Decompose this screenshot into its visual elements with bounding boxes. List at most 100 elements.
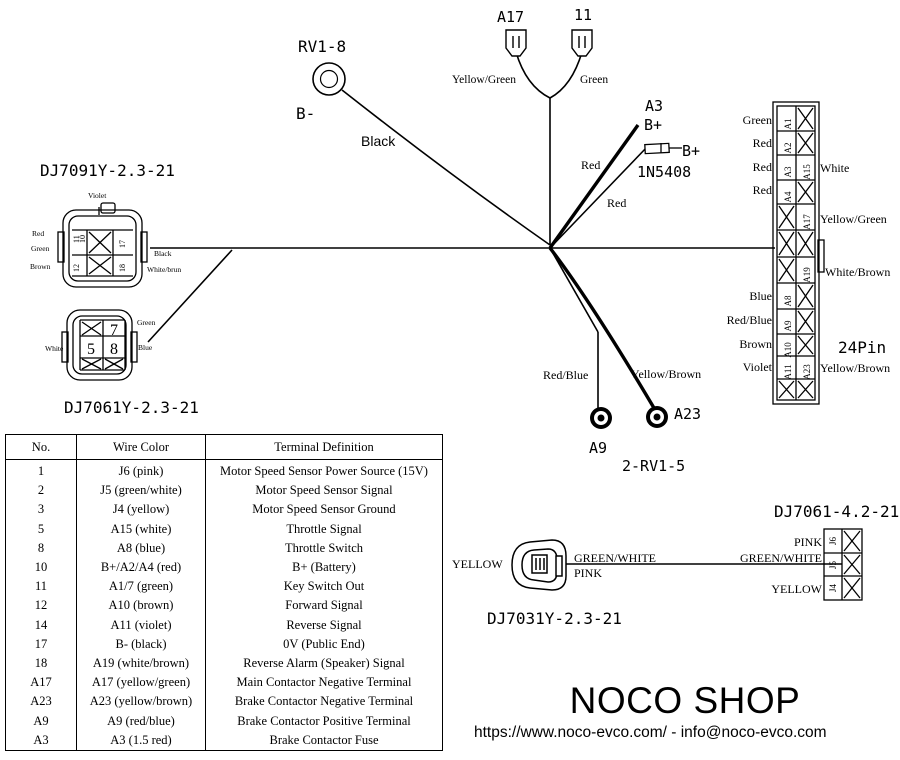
label-yellow-green-top: Yellow/Green	[452, 74, 516, 86]
pin-a23: A23	[802, 364, 812, 380]
cell-no: 12	[5, 596, 77, 616]
pin-a2: A2	[783, 143, 793, 154]
label-24-red-blue: Red/Blue	[727, 313, 772, 327]
label-red-2: Red	[607, 196, 626, 210]
label-green-top: Green	[580, 74, 608, 86]
label-diode: 1N5408	[637, 163, 691, 181]
label-dj7061-4: DJ7061-4.2-21	[774, 502, 899, 521]
cell-terminal-definition: Motor Speed Sensor Power Source (15V)	[220, 464, 428, 479]
pin-a4: A4	[783, 191, 793, 202]
harness-wires	[147, 51, 775, 409]
connector-24pin-pin-labels: A1 A2 A3 A15 A4 A17 A19 A8 A9 A10 A11 A2…	[783, 119, 812, 380]
label-sensor-green-white-2: GREEN/WHITE	[740, 551, 822, 565]
pin-a8: A8	[783, 295, 793, 306]
label-b-plus-1: B+	[644, 116, 662, 134]
cell-terminal-definition: B+ (Battery)	[292, 560, 356, 575]
wire-black	[341, 89, 551, 246]
pin-7-label: 7	[110, 322, 118, 339]
cell-terminal-definition: Brake Contactor Positive Terminal	[237, 713, 411, 728]
cell-no: 10	[5, 557, 77, 578]
cell-wire-color: A8 (blue)	[76, 538, 206, 558]
cell-wire-color: A19 (white/brown)	[76, 653, 206, 674]
cell-wire-color: J4 (yellow)	[76, 500, 206, 520]
label-24-blue: Blue	[749, 289, 772, 303]
pin-a19: A19	[802, 267, 812, 283]
label-a9: A9	[589, 439, 607, 457]
cell-no: 3	[5, 500, 77, 520]
label-a23: A23	[674, 405, 701, 423]
header-wire-color: Wire Color	[76, 434, 206, 460]
pin-a3: A3	[783, 166, 793, 177]
pin-5-label: 5	[87, 341, 95, 358]
pin-a9: A9	[783, 320, 793, 331]
connector-dj7031	[511, 539, 567, 591]
label-7091-violet: Violet	[88, 191, 107, 200]
label-rv1-5: 2-RV1-5	[622, 457, 685, 475]
pin-j5: J5	[828, 561, 838, 570]
cell-wire-color: A9 (red/blue)	[76, 711, 206, 731]
pin-18-label: 18	[118, 264, 127, 272]
label-24-red-1: Red	[753, 136, 772, 150]
connector-dj7061-4	[823, 528, 863, 601]
ring-terminal-a9	[590, 407, 612, 429]
label-24-white-brown: White/Brown	[825, 265, 890, 279]
shop-name: NOCO SHOP	[569, 680, 801, 721]
cell-no: A3	[5, 730, 77, 751]
label-b-minus: B-	[296, 104, 315, 123]
label-24-green: Green	[743, 113, 772, 127]
label-7061-blue: Blue	[138, 343, 153, 352]
cell-terminal-definition: Motor Speed Sensor Signal	[255, 483, 393, 498]
label-sensor-pink-1: PINK	[574, 566, 602, 580]
cell-terminal-definition: Motor Speed Sensor Ground	[252, 502, 396, 517]
cell-terminal-definition: Key Switch Out	[283, 579, 365, 594]
cell-terminal-definition: 0V (Public End)	[283, 636, 365, 651]
label-a3: A3	[645, 97, 663, 115]
connector-24pin	[772, 101, 825, 405]
label-24-red-3: Red	[753, 183, 772, 197]
pin-j4: J4	[828, 584, 838, 593]
cell-no: 8	[5, 538, 77, 558]
cell-terminal-definition: Forward Signal	[285, 598, 363, 613]
cell-no: 2	[5, 481, 77, 501]
cell-wire-color: A10 (brown)	[76, 596, 206, 616]
label-dj7091: DJ7091Y-2.3-21	[40, 161, 175, 180]
table-header-row: No. Wire Color Terminal Definition	[5, 434, 443, 460]
cell-terminal-definition: Reverse Alarm (Speaker) Signal	[243, 655, 405, 670]
label-7091-black: Black	[154, 249, 172, 258]
cell-no: A23	[5, 692, 77, 712]
cell-no: 17	[5, 634, 77, 654]
cell-terminal-definition: Reverse Signal	[286, 617, 362, 632]
pin-a1: A1	[783, 119, 793, 130]
cell-no: A9	[5, 711, 77, 731]
cell-no: 1	[5, 459, 77, 482]
label-24-yellow-green: Yellow/Green	[820, 212, 887, 226]
cell-no: 5	[5, 519, 77, 539]
header-terminal-definition: Terminal Definition	[205, 434, 443, 460]
wire-yellow-brown	[548, 246, 656, 409]
ring-terminal-rv1-8	[312, 62, 346, 96]
label-24-brown: Brown	[739, 337, 772, 351]
label-rv1-8: RV1-8	[298, 37, 346, 56]
wire-yellow-green-top	[515, 51, 551, 99]
label-7061-green: Green	[137, 318, 156, 327]
cell-wire-color: A23 (yellow/brown)	[76, 692, 206, 712]
label-black-wire: Black	[361, 133, 396, 149]
cell-wire-color: A1/7 (green)	[76, 577, 206, 597]
connector-24pin-left-labels: Green Red Red Red Blue Red/Blue Brown Vi…	[727, 113, 773, 374]
pin-a11: A11	[783, 364, 793, 379]
header-no: No.	[5, 434, 77, 460]
cell-terminal-definition: Throttle Switch	[284, 540, 364, 555]
pin-12-label: 12	[72, 264, 81, 272]
cell-terminal-definition: Brake Contactor Fuse	[269, 732, 379, 747]
cell-wire-color: J6 (pink)	[76, 459, 206, 482]
label-24-red-2: Red	[753, 160, 772, 174]
wire-red-b-plus	[548, 124, 640, 249]
